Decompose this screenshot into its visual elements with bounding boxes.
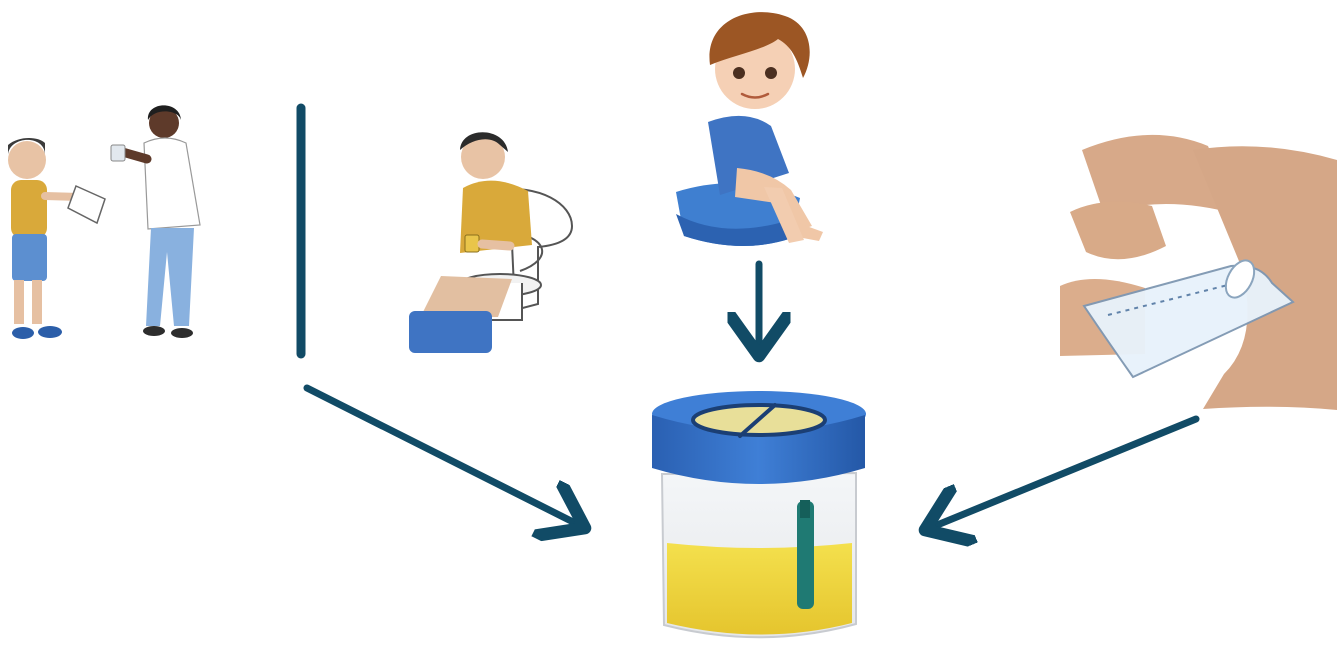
arrow-right-to-container: [925, 419, 1196, 530]
infant-urine-bag-icon: [1060, 135, 1337, 410]
toddler-on-potty-icon: [676, 12, 823, 246]
child-on-toilet-icon: [409, 132, 572, 353]
clinician-and-child-icon: [8, 105, 200, 339]
arrow-left-to-container: [307, 388, 585, 528]
urine-specimen-container-icon: [652, 391, 866, 637]
